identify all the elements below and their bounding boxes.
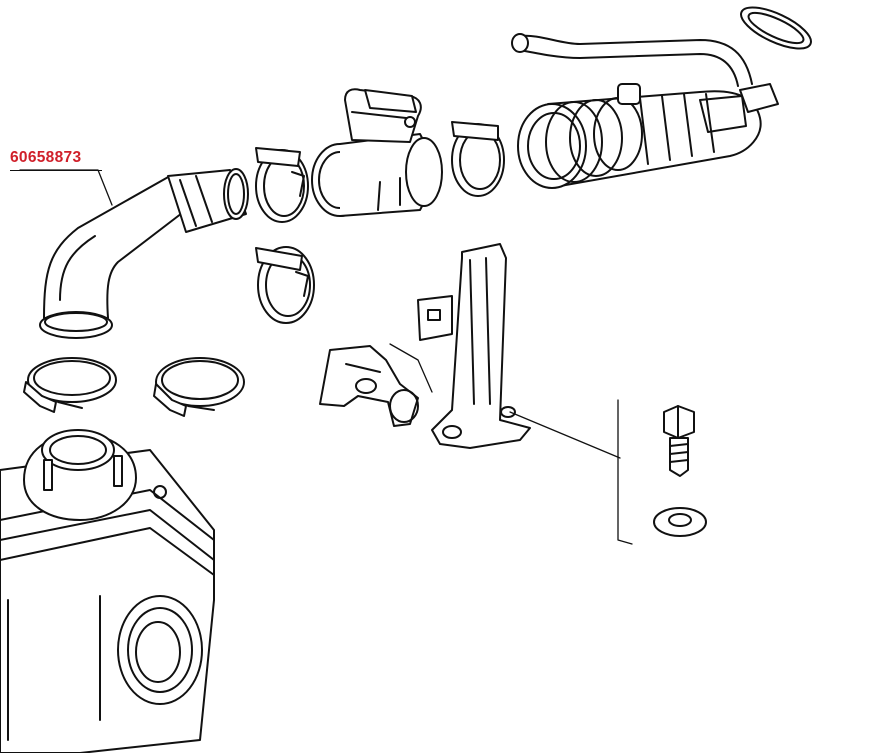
bolt[interactable]: [663, 405, 695, 477]
retaining-clip[interactable]: [319, 345, 419, 427]
hose-clamp-upper[interactable]: [255, 147, 309, 223]
part-number-label[interactable]: 60658873: [10, 149, 82, 166]
air-flow-meter[interactable]: [311, 88, 443, 217]
corrugated-intake-duct[interactable]: [517, 83, 779, 189]
air-box-clamp-left[interactable]: [23, 357, 117, 413]
intake-elbow-hose[interactable]: [39, 168, 249, 339]
air-filter-box[interactable]: [0, 429, 215, 753]
part-number-underline: [10, 170, 102, 171]
hose-clamp-flowmeter[interactable]: [451, 121, 505, 197]
hose-clamp-middle[interactable]: [255, 246, 315, 324]
air-box-clamp-right[interactable]: [153, 357, 245, 417]
washer[interactable]: [653, 507, 707, 537]
callout-leader-line: [19, 169, 113, 206]
breather-tube[interactable]: [511, 0, 816, 87]
mounting-bracket[interactable]: [417, 243, 531, 449]
bracket-leader-lines: [389, 343, 633, 545]
